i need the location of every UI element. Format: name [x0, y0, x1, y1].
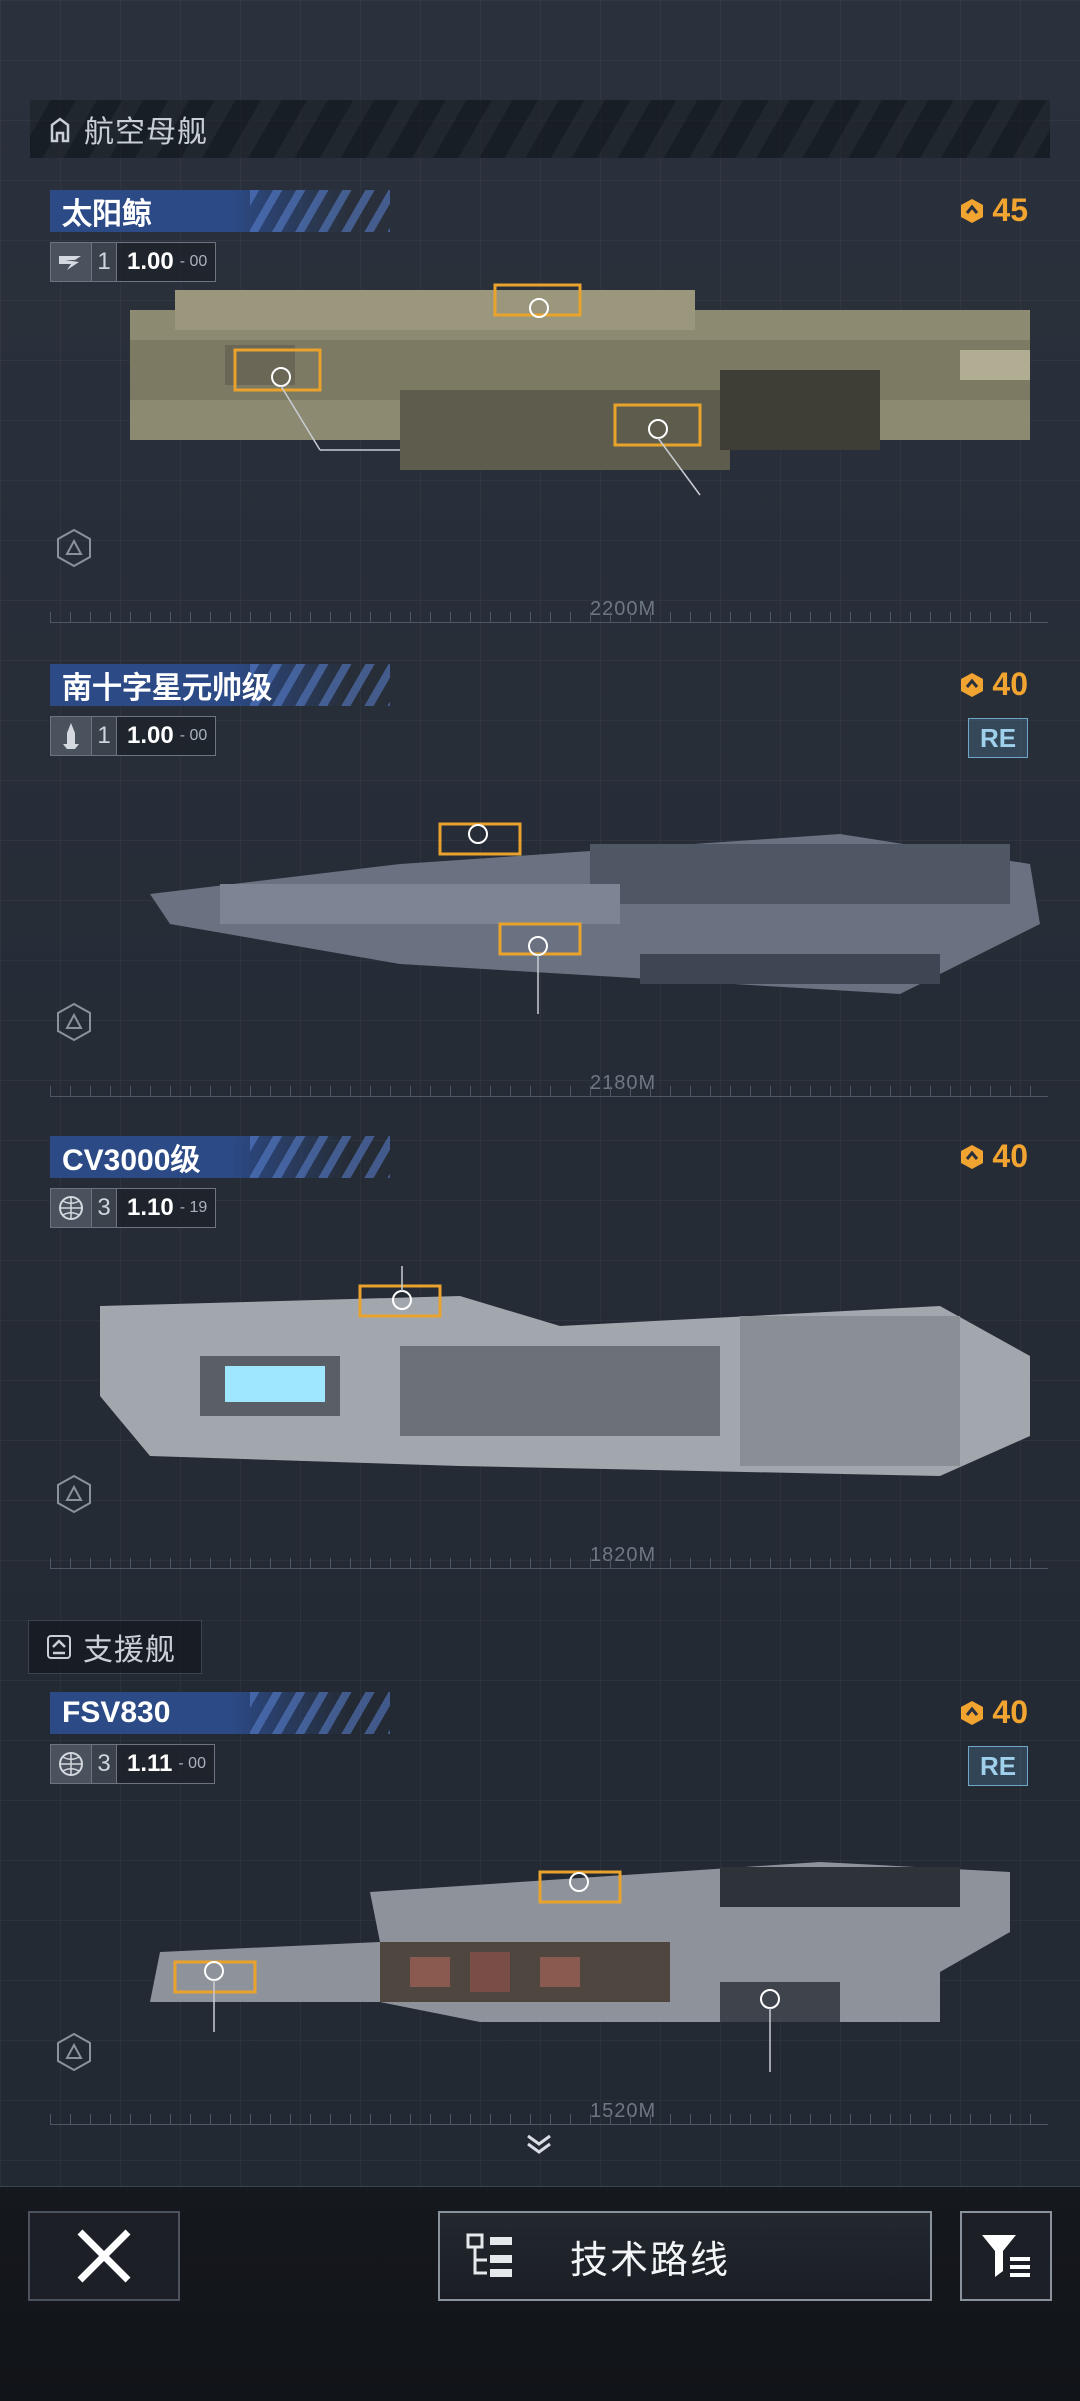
- section-header-carrier: 航空母舰: [30, 100, 1050, 158]
- name-plate: 太阳鲸: [50, 190, 390, 232]
- section-title-carrier: 航空母舰: [84, 116, 208, 149]
- ship-level: 1.11- 00: [116, 1745, 214, 1783]
- class-triangle-icon: [57, 2032, 91, 2072]
- ship-stat-box: 1 1.00- 00: [50, 716, 217, 756]
- ship-cost: 40: [958, 1694, 1028, 1731]
- ship-stat-box: 3 1.10- 19: [50, 1188, 217, 1228]
- ship-name: 南十字星元帅级: [62, 672, 272, 705]
- ship-stat-box: 3 1.11- 00: [50, 1744, 215, 1784]
- scale-bar: [50, 2114, 1048, 2125]
- ship-stat-box: 1 1.00- 00: [50, 242, 217, 282]
- command-cost-icon: [961, 672, 984, 697]
- command-cost-icon: [961, 1700, 984, 1725]
- tech-route-label: 技术路线: [570, 2239, 731, 2282]
- class-triangle-icon: [57, 528, 91, 568]
- filter-sort-button[interactable]: [960, 2211, 1052, 2301]
- ship-cost: 45: [958, 192, 1028, 229]
- section-header-support: 支援舰: [28, 1620, 202, 1674]
- ship-name: FSV830: [62, 1696, 171, 1729]
- tech-route-button[interactable]: 技术路线: [438, 2211, 932, 2301]
- bottom-action-bar: 技术路线: [0, 2186, 1080, 2401]
- ship-level: 1.00- 00: [116, 243, 215, 281]
- scale-bar: [50, 1086, 1048, 1097]
- scale-bar: [50, 612, 1048, 623]
- ship-level: 1.10- 19: [116, 1189, 215, 1227]
- ship-cost: 40: [958, 666, 1028, 703]
- ship-name: 太阳鲸: [62, 198, 152, 231]
- ship-illustration: [150, 822, 1040, 1014]
- close-button[interactable]: [28, 2211, 180, 2301]
- filter-icon: [982, 2235, 1030, 2277]
- ship-tier: 3: [91, 1189, 116, 1227]
- ship-cost: 40: [958, 1138, 1028, 1175]
- ship-tier: 1: [91, 243, 116, 281]
- hangar-icon: [50, 117, 70, 143]
- ship-name: CV3000级: [62, 1144, 201, 1177]
- support-upgrade-icon: [47, 1635, 71, 1659]
- re-badge: RE: [968, 1746, 1028, 1786]
- scroll-down-chevron-icon[interactable]: [524, 2132, 554, 2156]
- ship-tier: 3: [91, 1745, 116, 1783]
- faction-rocket-icon: [51, 717, 91, 755]
- name-plate: FSV830: [50, 1692, 390, 1734]
- name-plate: CV3000级: [50, 1136, 390, 1178]
- faction-globe-icon: [51, 1189, 91, 1227]
- class-triangle-icon: [57, 1474, 91, 1514]
- faction-swoosh-icon: [51, 243, 91, 281]
- ship-level: 1.00- 00: [116, 717, 215, 755]
- scale-bar: [50, 1558, 1048, 1569]
- ship-illustration: [130, 283, 1030, 496]
- ship-illustration: [100, 1266, 1030, 1476]
- section-title-support: 支援舰: [83, 1634, 176, 1667]
- command-cost-icon: [961, 198, 984, 223]
- command-cost-icon: [961, 1144, 984, 1169]
- re-badge: RE: [968, 718, 1028, 758]
- close-icon: [77, 2229, 131, 2283]
- faction-globe-icon: [51, 1745, 91, 1783]
- name-plate: 南十字星元帅级: [50, 664, 390, 706]
- ship-illustration: [150, 1862, 1010, 2072]
- tech-tree-icon: [466, 2233, 512, 2277]
- class-triangle-icon: [57, 1002, 91, 1042]
- ship-tier: 1: [91, 717, 116, 755]
